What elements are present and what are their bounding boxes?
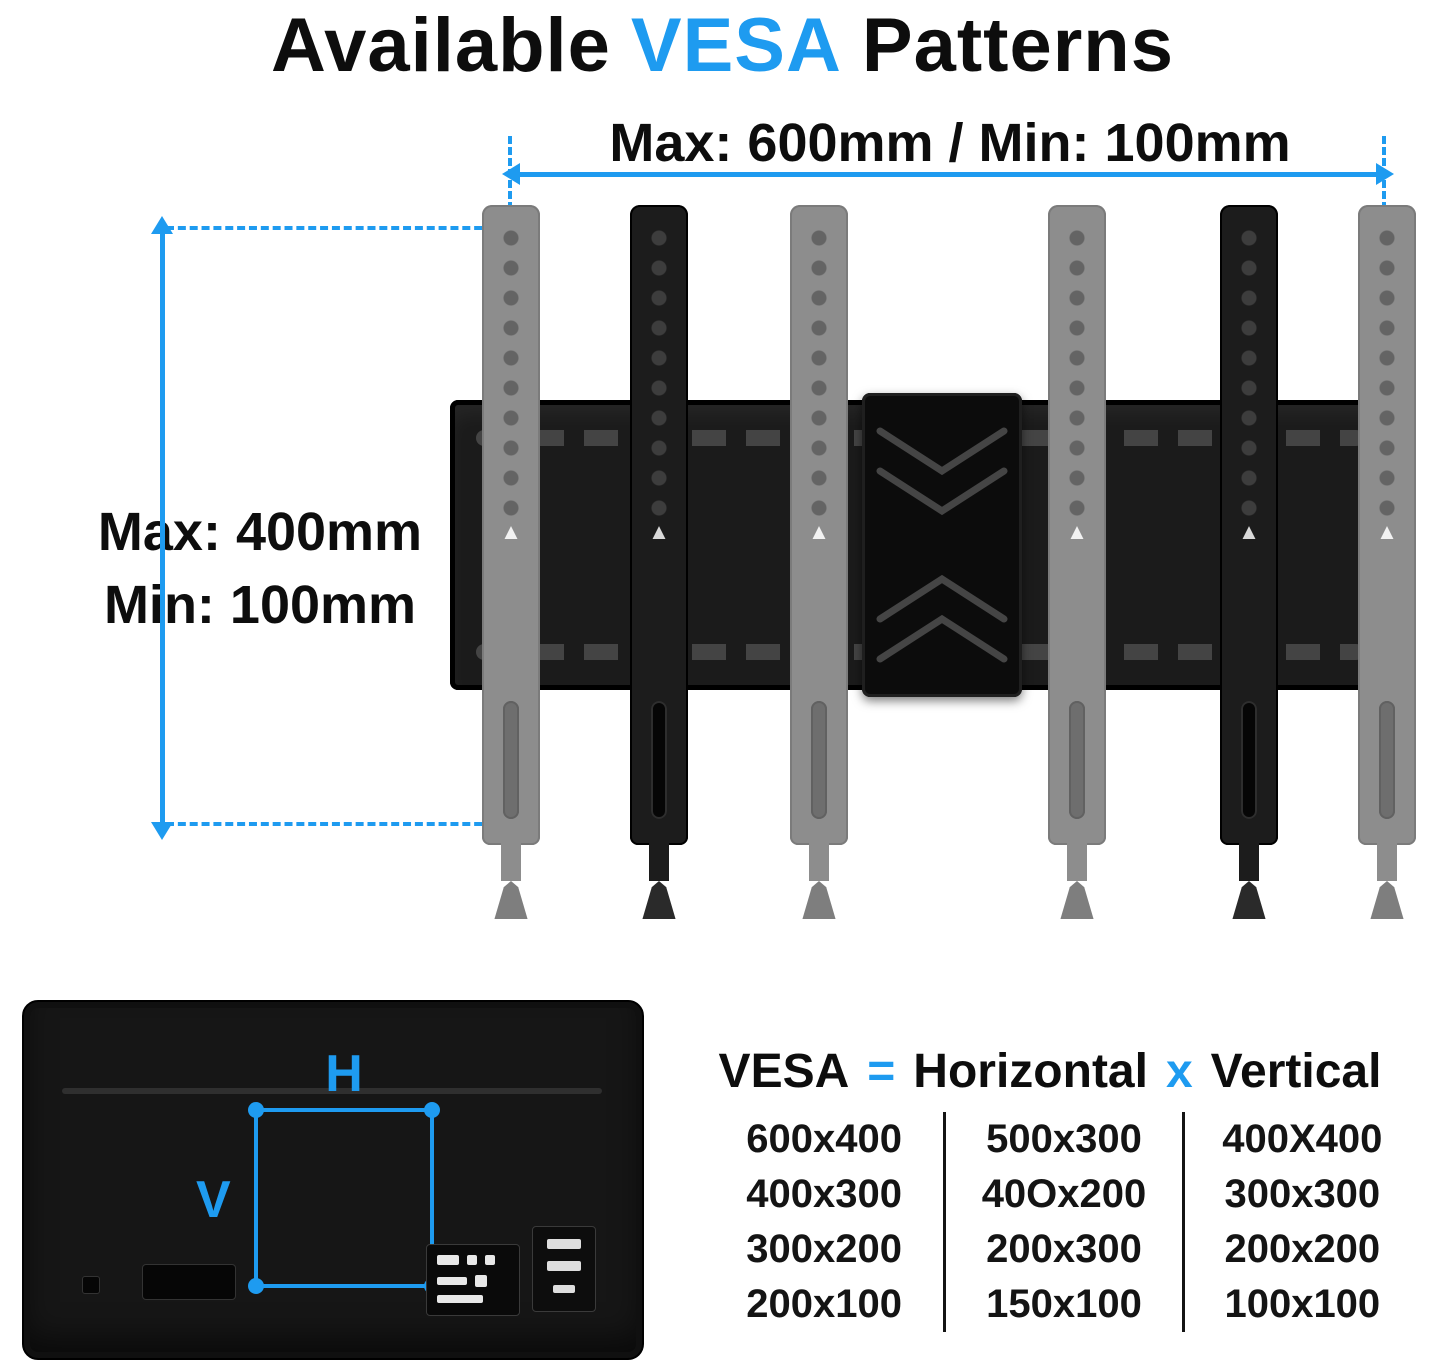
port-icon bbox=[437, 1255, 459, 1265]
vertical-dimension-label: Max: 400mm Min: 100mm bbox=[60, 496, 460, 642]
up-arrow-icon: ▲ bbox=[500, 519, 522, 544]
bracket-foot bbox=[1232, 881, 1266, 919]
bracket-holes bbox=[649, 223, 669, 519]
bracket-foot bbox=[1060, 881, 1094, 919]
vertical-axis-label: V bbox=[196, 1171, 231, 1229]
bracket-foot bbox=[494, 881, 528, 919]
formula-vertical: Vertical bbox=[1210, 1045, 1382, 1098]
dashed-guide-right bbox=[1382, 136, 1386, 210]
bracket-slot bbox=[1241, 701, 1257, 819]
bracket-holes bbox=[1239, 223, 1259, 519]
vesa-formula: VESA = Horizontal x Vertical bbox=[660, 1044, 1440, 1099]
tv-detail-box-small bbox=[82, 1276, 100, 1294]
mount-hole-dot bbox=[248, 1102, 264, 1118]
vertical-dimension-line2: Min: 100mm bbox=[103, 574, 417, 635]
bracket-foot bbox=[802, 881, 836, 919]
vesa-size-cell: 200x200 bbox=[1181, 1222, 1420, 1277]
tv-ports-panel-side bbox=[532, 1226, 596, 1312]
vesa-size-cell: 500x300 bbox=[943, 1112, 1181, 1167]
bracket-holes bbox=[501, 223, 521, 519]
dashed-guide-left bbox=[508, 136, 512, 210]
vesa-size-cell: 100x100 bbox=[1181, 1277, 1420, 1332]
mount-center-plate bbox=[862, 393, 1022, 697]
horizontal-dimension-label: Max: 600mm / Min: 100mm bbox=[609, 113, 1291, 173]
bracket-slot bbox=[1069, 701, 1085, 819]
port-icon bbox=[437, 1295, 483, 1303]
tv-ports-panel bbox=[426, 1244, 520, 1316]
bracket-holes bbox=[1377, 223, 1397, 519]
vesa-bracket-ghost-2: ▲ bbox=[790, 205, 848, 919]
port-icon bbox=[467, 1255, 477, 1265]
vesa-size-cell: 400X400 bbox=[1181, 1112, 1420, 1167]
bracket-stem bbox=[1067, 843, 1087, 881]
formula-x: x bbox=[1165, 1045, 1193, 1098]
up-arrow-icon: ▲ bbox=[648, 519, 670, 544]
bracket-slot bbox=[651, 701, 667, 819]
bracket-holes bbox=[809, 223, 829, 519]
formula-equals: = bbox=[867, 1045, 896, 1098]
up-arrow-icon: ▲ bbox=[1066, 519, 1088, 544]
bracket-stem bbox=[649, 843, 669, 881]
vesa-pattern-square bbox=[248, 1102, 440, 1294]
vesa-size-cell: 150x100 bbox=[943, 1277, 1181, 1332]
port-icon bbox=[547, 1261, 581, 1271]
vertical-dimension-line1: Max: 400mm bbox=[97, 502, 423, 562]
vesa-size-cell: 200x100 bbox=[746, 1282, 903, 1326]
port-icon bbox=[475, 1275, 487, 1287]
up-arrow-icon: ▲ bbox=[808, 519, 830, 544]
tv-back-panel: H V bbox=[22, 1000, 644, 1360]
vesa-bracket-ghost-3: ▲ bbox=[1048, 205, 1106, 919]
bracket-stem bbox=[1377, 843, 1397, 881]
tv-detail-box bbox=[142, 1264, 236, 1300]
vesa-size-cell: 200x300 bbox=[943, 1222, 1181, 1277]
bracket-foot bbox=[642, 881, 676, 919]
up-arrow-icon: ▲ bbox=[1376, 519, 1398, 544]
vesa-size-cell: 40Ox200 bbox=[943, 1167, 1181, 1222]
tv-speaker-line bbox=[62, 1088, 602, 1094]
horizontal-dimension-arrow bbox=[502, 163, 1394, 185]
vertical-dimension-arrow bbox=[151, 216, 173, 840]
formula-vesa: VESA bbox=[718, 1045, 850, 1098]
bracket-foot bbox=[1370, 881, 1404, 919]
formula-horizontal: Horizontal bbox=[913, 1045, 1148, 1098]
port-icon bbox=[485, 1255, 495, 1265]
vesa-size-cell: 400x300 bbox=[746, 1172, 903, 1216]
title-part1: Available bbox=[271, 3, 611, 88]
vesa-bracket-solid-2: ▲ bbox=[1220, 205, 1278, 919]
port-icon bbox=[553, 1285, 575, 1293]
vesa-size-cell: 300x200 bbox=[746, 1227, 903, 1271]
up-arrow-icon: ▲ bbox=[1238, 519, 1260, 544]
bracket-slot bbox=[503, 701, 519, 819]
vesa-size-cell: 300x300 bbox=[1181, 1167, 1420, 1222]
bracket-slot bbox=[811, 701, 827, 819]
bracket-stem bbox=[809, 843, 829, 881]
bracket-slot bbox=[1379, 701, 1395, 819]
arrowhead-up-icon bbox=[151, 216, 173, 234]
bracket-stem bbox=[1239, 843, 1259, 881]
title-accent-vesa: VESA bbox=[630, 3, 842, 88]
dashed-guide-top bbox=[166, 226, 494, 230]
bracket-stem bbox=[501, 843, 521, 881]
bracket-holes bbox=[1067, 223, 1087, 519]
vesa-bracket-solid-1: ▲ bbox=[630, 205, 688, 919]
arrowhead-down-icon bbox=[151, 822, 173, 840]
port-icon bbox=[437, 1277, 467, 1285]
vesa-size-table: 600x400 500x300 400X400 400x300 40Ox200 … bbox=[705, 1112, 1420, 1332]
dashed-guide-bottom bbox=[166, 822, 494, 826]
plate-chevron-pattern bbox=[876, 427, 1008, 663]
mount-hole-dot bbox=[248, 1278, 264, 1294]
vesa-bracket-ghost-4: ▲ bbox=[1358, 205, 1416, 919]
horizontal-axis-label: H bbox=[325, 1045, 363, 1103]
vesa-size-cell: 600x400 bbox=[746, 1117, 903, 1161]
vesa-bracket-ghost-1: ▲ bbox=[482, 205, 540, 919]
title-part2: Patterns bbox=[861, 3, 1174, 88]
mount-hole-dot bbox=[424, 1102, 440, 1118]
port-icon bbox=[547, 1239, 581, 1249]
